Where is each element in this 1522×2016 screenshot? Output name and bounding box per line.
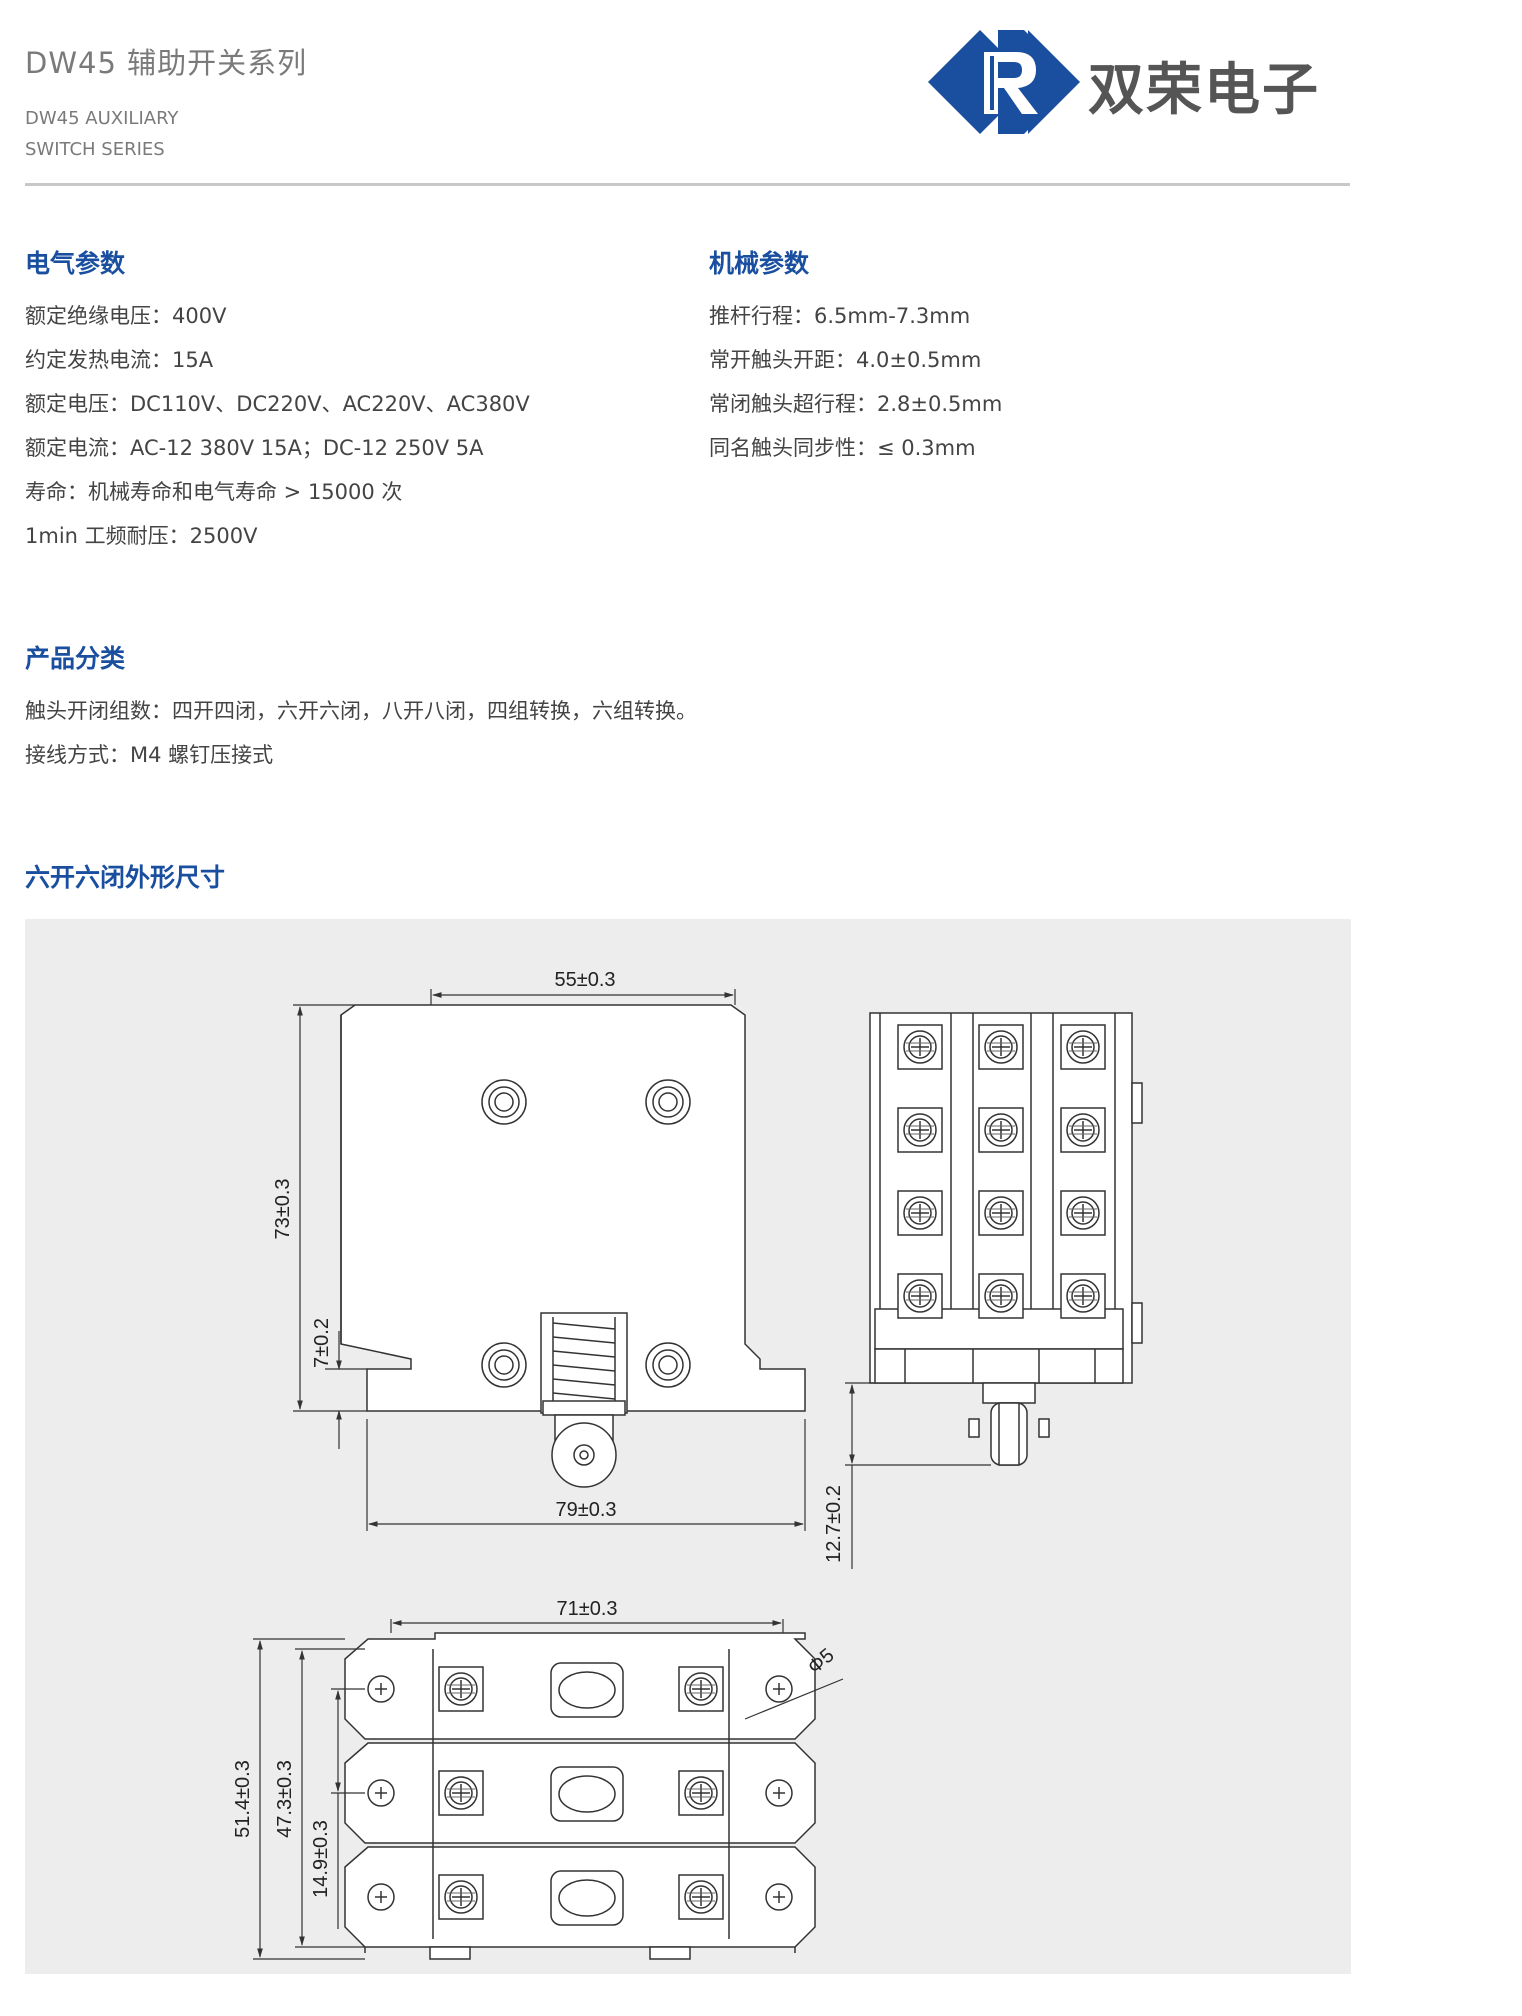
classification-item: 接线方式：M4 螺钉压接式: [25, 743, 274, 767]
header-divider: [25, 183, 1350, 186]
top-dimensions: [253, 1619, 844, 1960]
brand-name: 双荣电子: [1088, 58, 1320, 123]
dimensions-heading: 六开六闭外形尺寸: [25, 863, 226, 892]
dim-top-holes-span: 47.3±0.3: [274, 1760, 296, 1838]
front-view: [340, 1004, 806, 1488]
dim-top-pitch: 14.9±0.3: [310, 1820, 332, 1898]
mechanical-item: 同名触头同步性：≤ 0.3mm: [709, 436, 976, 460]
subtitle-line-1: DW45 AUXILIARY: [25, 108, 179, 129]
electrical-heading: 电气参数: [25, 249, 126, 278]
mechanical-item: 常开触头开距：4.0±0.5mm: [709, 348, 982, 372]
mechanical-item: 常闭触头超行程：2.8±0.5mm: [709, 392, 1003, 416]
electrical-item: 额定绝缘电压：400V: [25, 304, 227, 328]
mechanical-heading: 机械参数: [709, 249, 810, 278]
classification-list: 触头开闭组数：四开四闭，六开六闭，八开八闭，四组转换，六组转换。 接线方式：M4…: [25, 689, 697, 777]
electrical-item: 额定电流：AC-12 380V 15A；DC-12 250V 5A: [25, 436, 484, 460]
page-title: DW45 辅助开关系列: [25, 46, 308, 80]
top-view: [344, 1632, 816, 1960]
classification-heading: 产品分类: [25, 644, 126, 673]
dim-side-plunger: 12.7±0.2: [823, 1485, 845, 1563]
mechanical-list: 推杆行程：6.5mm-7.3mm 常开触头开距：4.0±0.5mm 常闭触头超行…: [709, 294, 1002, 470]
side-view: [869, 1012, 1143, 1466]
electrical-list: 额定绝缘电压：400V 约定发热电流：15A 额定电压：DC110V、DC220…: [25, 294, 530, 558]
electrical-item: 1min 工频耐压：2500V: [25, 524, 258, 548]
dim-front-width: 55±0.3: [554, 969, 615, 991]
electrical-item: 寿命：机械寿命和电气寿命 > 15000 次: [25, 480, 403, 504]
mechanical-item: 推杆行程：6.5mm-7.3mm: [709, 304, 971, 328]
dim-front-base-width: 79±0.3: [555, 1499, 616, 1521]
dim-top-width: 71±0.3: [556, 1598, 617, 1620]
dim-front-height: 73±0.3: [272, 1178, 294, 1239]
side-dimensions: [845, 1382, 991, 1569]
classification-item: 触头开闭组数：四开四闭，六开六闭，八开八闭，四组转换，六组转换。: [25, 699, 697, 723]
page-subtitle: DW45 AUXILIARY SWITCH SERIES: [25, 103, 178, 165]
dim-front-step: 7±0.2: [311, 1318, 333, 1368]
brand-logo-icon: [928, 30, 1080, 134]
dim-top-total: 51.4±0.3: [232, 1760, 254, 1838]
front-dimensions: [293, 989, 806, 1531]
electrical-item: 约定发热电流：15A: [25, 348, 214, 372]
electrical-item: 额定电压：DC110V、DC220V、AC220V、AC380V: [25, 392, 530, 416]
subtitle-line-2: SWITCH SERIES: [25, 139, 165, 160]
dimension-drawing: 55±0.3 73±0.3 7±0.2 79±0.3 12.7±0.2: [25, 919, 1351, 1974]
